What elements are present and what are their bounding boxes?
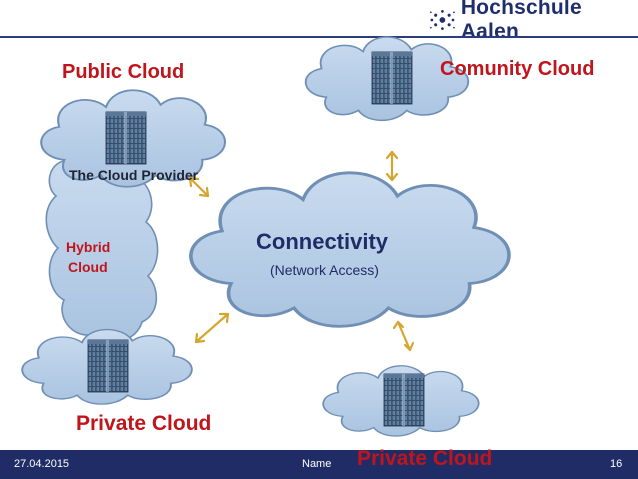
double-arrow-icon bbox=[194, 312, 230, 344]
public-cloud-label: Public Cloud bbox=[62, 61, 185, 83]
cloud-provider-label: The Cloud Provider bbox=[69, 167, 199, 183]
double-arrow-icon bbox=[385, 150, 399, 182]
footer-page-number: 16 bbox=[610, 458, 623, 470]
hybrid-cloud-label-line1: Hybrid bbox=[66, 239, 111, 255]
building-icon bbox=[383, 373, 425, 427]
community-cloud-label: Comunity Cloud bbox=[440, 58, 595, 80]
building-icon bbox=[371, 51, 413, 105]
header-divider bbox=[0, 36, 638, 38]
footer-name: Name bbox=[302, 458, 332, 470]
building-icon bbox=[105, 111, 147, 165]
footer-date: 27.04.2015 bbox=[14, 458, 70, 470]
hybrid-cloud-label-line2: Cloud bbox=[68, 259, 108, 275]
network-access-label: (Network Access) bbox=[270, 262, 379, 278]
double-arrow-icon bbox=[188, 176, 210, 198]
double-arrow-icon bbox=[392, 320, 415, 352]
star-burst-icon bbox=[430, 10, 455, 30]
building-icon bbox=[87, 339, 129, 393]
footer-bar: 27.04.2015 Name 16 bbox=[0, 450, 638, 479]
private-cloud-bottom-label: Private Cloud bbox=[357, 447, 493, 470]
private-cloud-left-label: Private Cloud bbox=[76, 412, 212, 435]
connectivity-label: Connectivity bbox=[256, 229, 389, 254]
